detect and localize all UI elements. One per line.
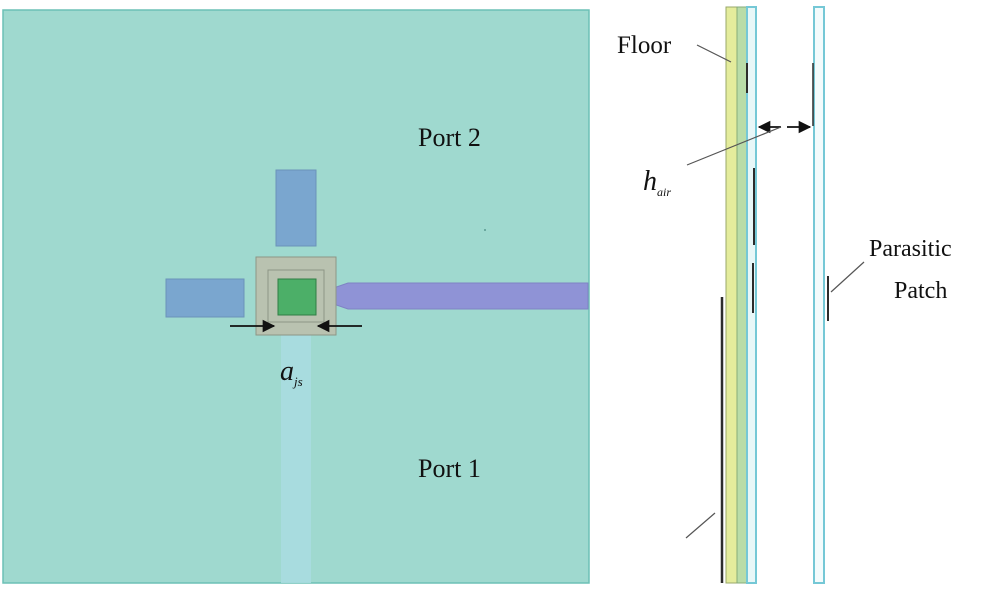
parasitic-board: [813, 6, 825, 584]
parasitic-label-line2: Patch: [894, 278, 947, 304]
floor-leader-line: [696, 44, 732, 63]
ajs-label-sub: js: [292, 374, 303, 389]
top-view: Port 2 Port 1 ajs: [2, 9, 590, 584]
port2-label: Port 2: [418, 123, 481, 152]
layer-cyan: [746, 6, 757, 584]
hair-leader-line: [686, 126, 782, 166]
hair-label: hair: [643, 166, 671, 199]
ajs-label-main: a: [280, 356, 294, 387]
parasitic-label-line1: Parasitic: [869, 236, 952, 262]
port1-label: Port 1: [418, 454, 481, 483]
port1-feed-strip: [281, 330, 311, 583]
bottom-leader-line: [685, 512, 716, 539]
port2-feed-line: [321, 282, 589, 310]
parasitic-leader-line: [830, 261, 865, 293]
left-patch: [165, 278, 245, 318]
floor-label: Floor: [617, 32, 672, 59]
side-view: Floor hair Parasitic Patch: [617, 6, 952, 584]
ajs-label: ajs: [280, 356, 303, 389]
top-patch: [275, 169, 317, 247]
hair-label-sub: air: [657, 185, 671, 199]
small-mark: [484, 229, 486, 231]
layer-yellow: [725, 6, 738, 584]
center-square: [277, 278, 317, 316]
layer-green: [736, 6, 748, 584]
center-inner-frame: [267, 269, 325, 323]
hair-label-main: h: [643, 166, 657, 197]
